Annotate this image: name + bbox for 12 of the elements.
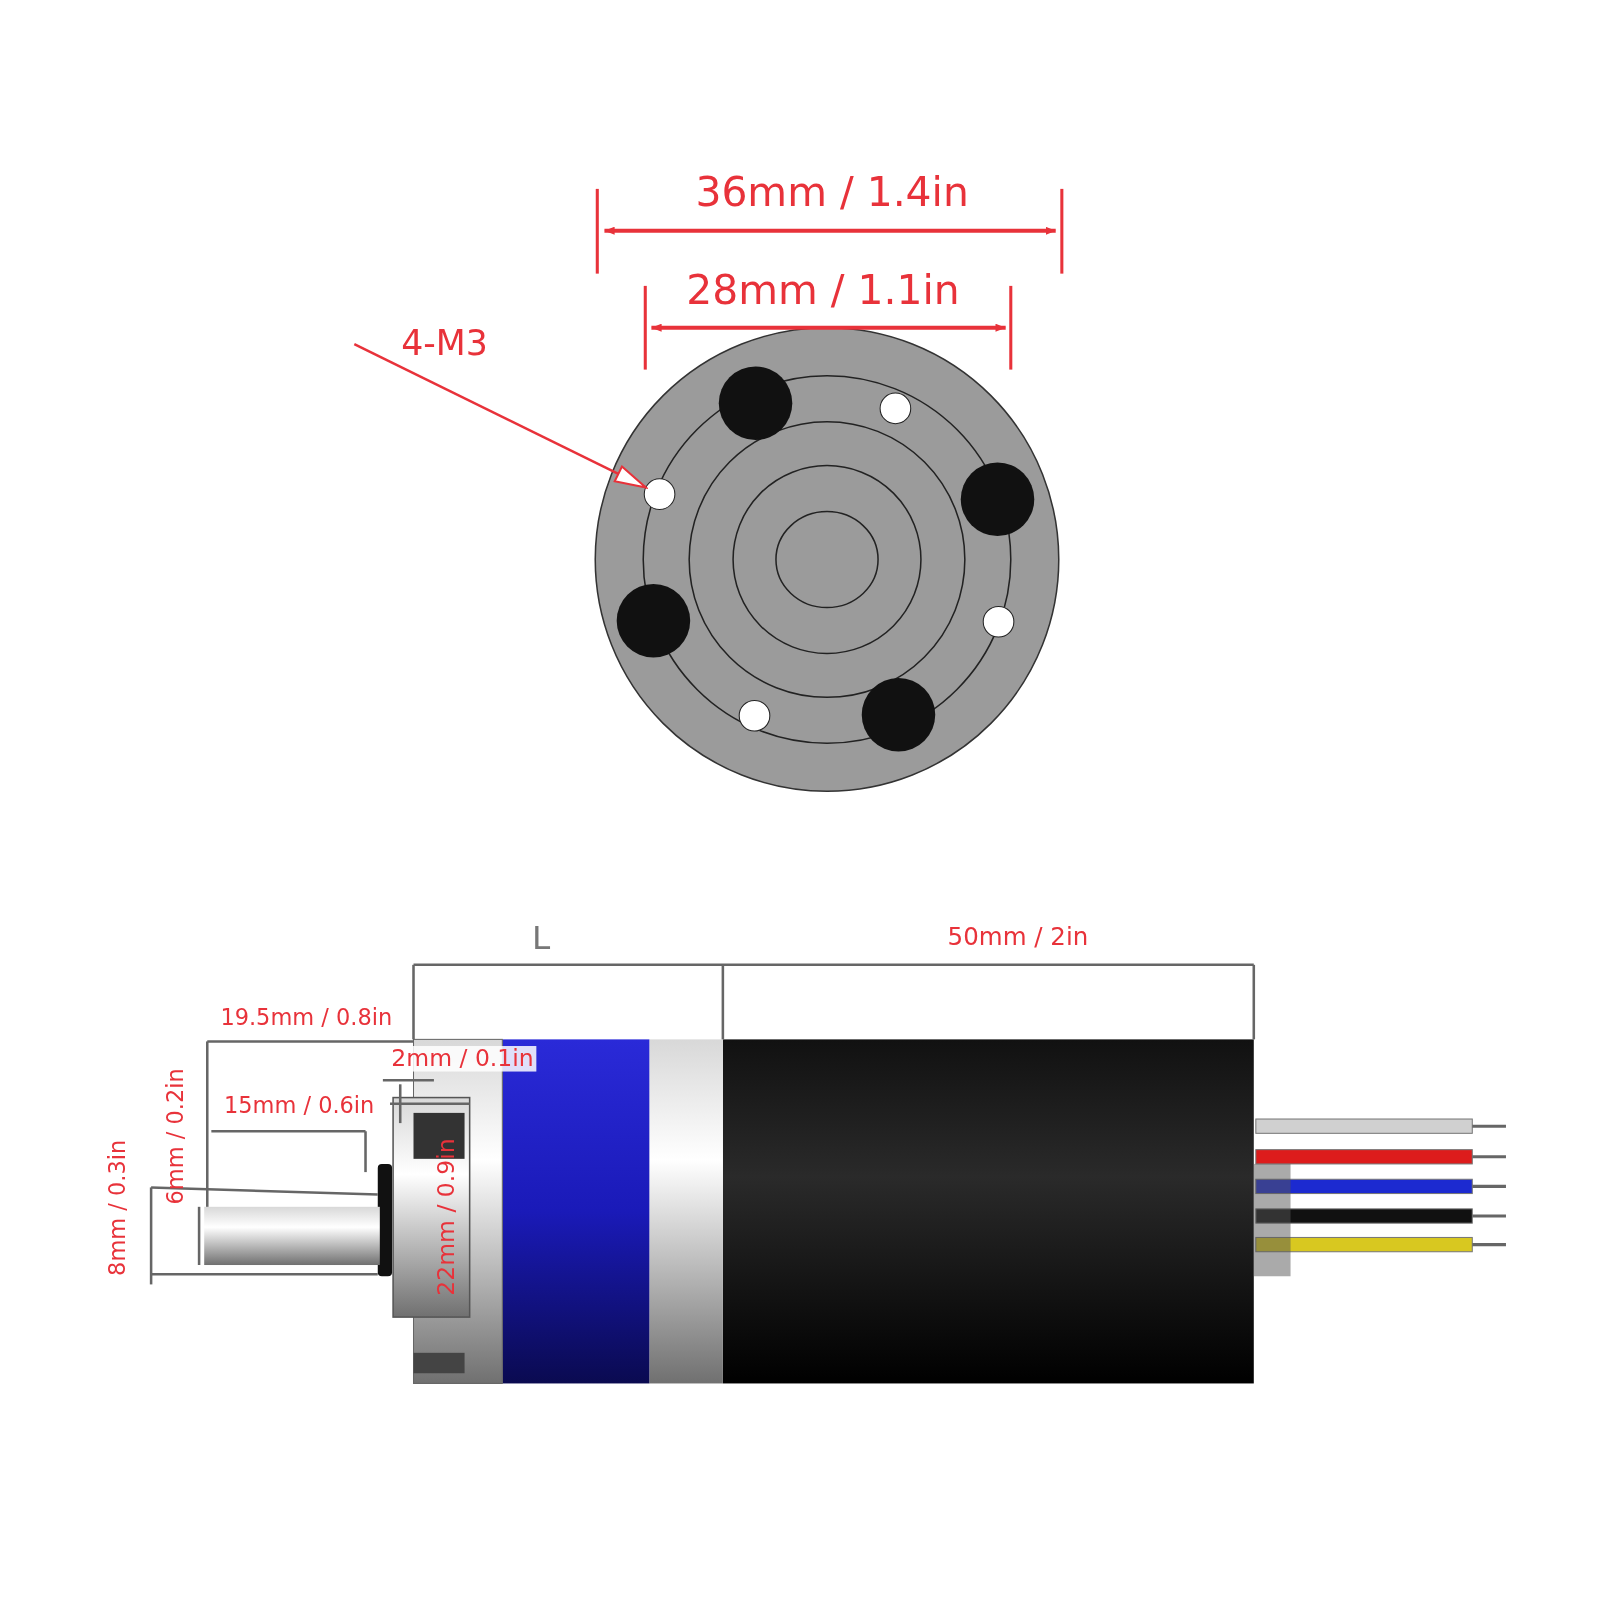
- dimension-label: 36mm / 1.4in: [695, 171, 969, 213]
- dimension-label: 19.5mm / 0.8in: [220, 1006, 393, 1030]
- mounting-hole: [643, 478, 676, 510]
- dimension-label: 22mm / 0.9in: [434, 1138, 458, 1296]
- dimension-label: 50mm / 2in: [947, 925, 1089, 950]
- dimension-label: 15mm / 0.6in: [223, 1094, 375, 1117]
- dimension-label: 28mm / 1.1in: [686, 269, 960, 311]
- dimension-label: L: [532, 920, 551, 954]
- dimension-label: 8mm / 0.3in: [106, 1139, 129, 1276]
- dimension-label: 6mm / 0.2in: [164, 1068, 187, 1205]
- leader-line: [353, 342, 647, 489]
- callout-label: 4-M3: [354, 320, 488, 366]
